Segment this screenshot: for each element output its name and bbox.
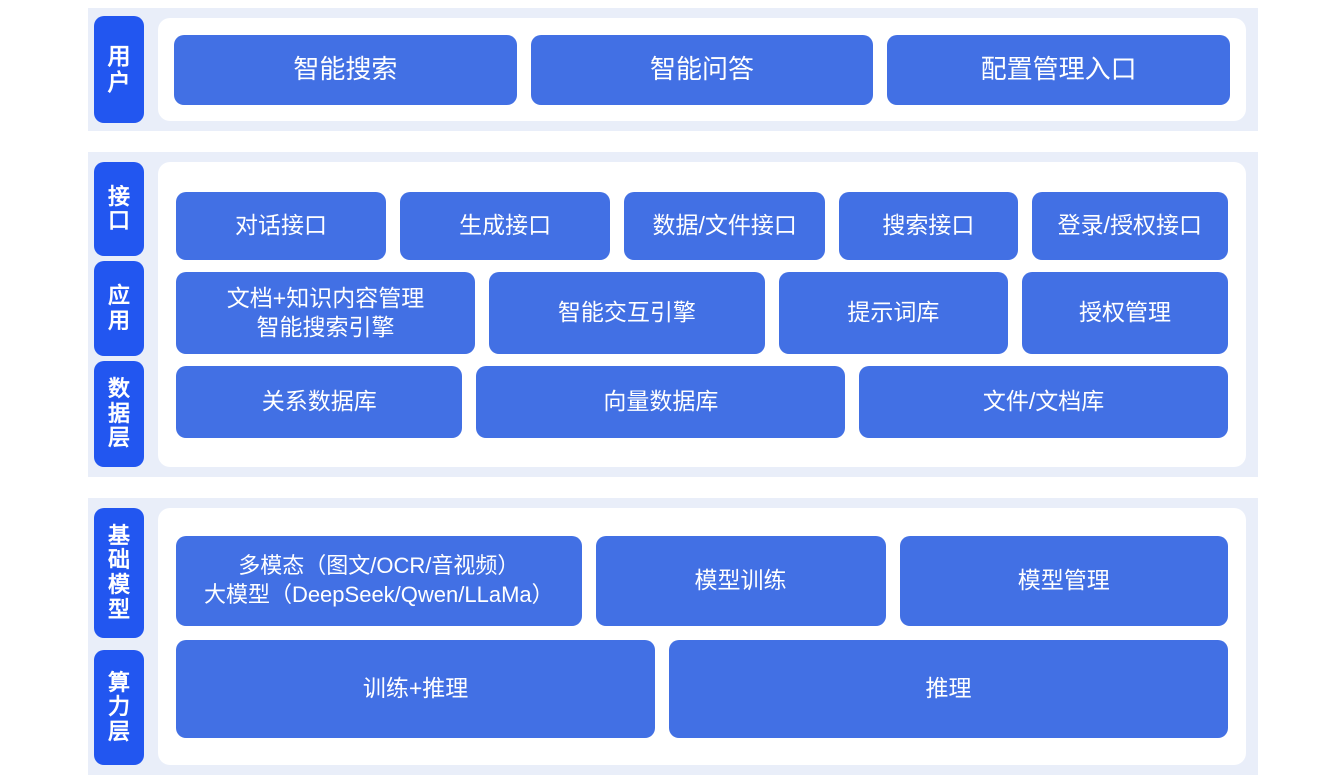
layer-label-foundation-model-text: 基础模型 — [107, 522, 130, 622]
card-intelligent-qa[interactable]: 智能问答 — [530, 34, 874, 105]
panel-user: 智能搜索 智能问答 配置管理入口 — [158, 18, 1246, 121]
section-user: 用户 智能搜索 智能问答 配置管理入口 — [88, 8, 1258, 131]
layer-label-user: 用户 — [94, 16, 144, 123]
layer-label-application-text: 应用 — [107, 283, 130, 333]
card-vector-database[interactable]: 向量数据库 — [476, 365, 846, 438]
card-prompt-library[interactable]: 提示词库 — [778, 271, 1008, 354]
layer-label-interface-text: 接口 — [107, 183, 130, 234]
card-file-document-store[interactable]: 文件/文档库 — [859, 365, 1228, 438]
card-model-training[interactable]: 模型训练 — [595, 535, 886, 626]
card-generation-interface[interactable]: 生成接口 — [400, 191, 611, 260]
panel-platform: 对话接口 生成接口 数据/文件接口 搜索接口 登录/授权接口 文档+知识内容管理… — [158, 162, 1246, 467]
section-platform: 接口 应用 数据层 对话接口 生成接口 数据/文件接口 搜索接口 登录/授权接口… — [88, 152, 1258, 477]
card-intelligent-interaction-engine[interactable]: 智能交互引擎 — [489, 271, 765, 354]
row-models: 多模态（图文/OCR/音视频） 大模型（DeepSeek/Qwen/LLaMa）… — [176, 535, 1228, 626]
row-compute: 训练+推理 推理 — [176, 639, 1228, 738]
card-search-interface[interactable]: 搜索接口 — [839, 191, 1018, 260]
card-relational-database[interactable]: 关系数据库 — [176, 365, 463, 438]
card-document-knowledge-management[interactable]: 文档+知识内容管理 智能搜索引擎 — [176, 271, 475, 354]
layer-label-foundation-model: 基础模型 — [94, 508, 144, 638]
label-rail-user: 用户 — [88, 8, 150, 131]
card-inference[interactable]: 推理 — [669, 639, 1228, 738]
layer-label-data: 数据层 — [94, 360, 144, 467]
card-login-auth-interface[interactable]: 登录/授权接口 — [1031, 191, 1229, 260]
layer-label-user-text: 用户 — [107, 42, 131, 95]
layer-label-compute: 算力层 — [94, 650, 144, 765]
row-applications: 文档+知识内容管理 智能搜索引擎 智能交互引擎 提示词库 授权管理 — [176, 271, 1228, 354]
card-authorization-management[interactable]: 授权管理 — [1022, 271, 1228, 354]
card-multimodal-large-model[interactable]: 多模态（图文/OCR/音视频） 大模型（DeepSeek/Qwen/LLaMa） — [176, 535, 582, 626]
card-model-management[interactable]: 模型管理 — [899, 535, 1228, 626]
label-rail-foundation: 基础模型 算力层 — [88, 498, 150, 775]
layer-label-interface: 接口 — [94, 162, 144, 257]
card-data-file-interface[interactable]: 数据/文件接口 — [624, 191, 826, 260]
card-intelligent-search[interactable]: 智能搜索 — [174, 34, 517, 105]
card-dialog-interface[interactable]: 对话接口 — [176, 191, 387, 260]
row-interfaces: 对话接口 生成接口 数据/文件接口 搜索接口 登录/授权接口 — [176, 191, 1229, 260]
row-user-entries: 智能搜索 智能问答 配置管理入口 — [174, 34, 1231, 105]
card-config-management-entry[interactable]: 配置管理入口 — [887, 34, 1231, 105]
layer-label-application: 应用 — [94, 261, 144, 356]
panel-foundation: 多模态（图文/OCR/音视频） 大模型（DeepSeek/Qwen/LLaMa）… — [158, 508, 1246, 765]
layer-label-compute-text: 算力层 — [107, 669, 130, 744]
card-training-plus-inference[interactable]: 训练+推理 — [176, 639, 656, 738]
layer-label-data-text: 数据层 — [107, 376, 130, 451]
row-data-stores: 关系数据库 向量数据库 文件/文档库 — [176, 365, 1228, 438]
section-foundation: 基础模型 算力层 多模态（图文/OCR/音视频） 大模型（DeepSeek/Qw… — [88, 498, 1258, 775]
label-rail-platform: 接口 应用 数据层 — [88, 152, 150, 477]
